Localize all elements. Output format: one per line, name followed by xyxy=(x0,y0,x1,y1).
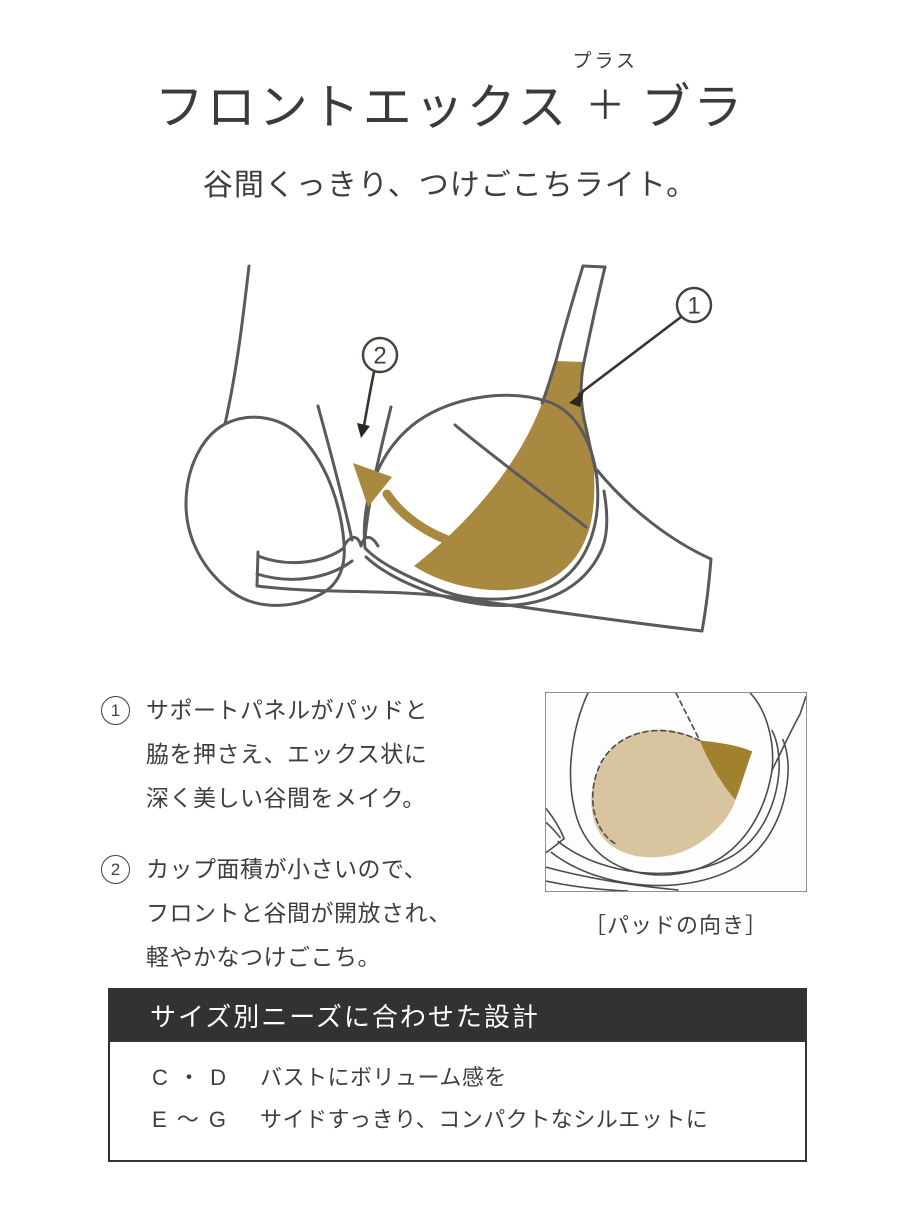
lift-arrow-tail xyxy=(382,489,461,548)
title-left: フロントエックス xyxy=(154,81,570,135)
title-plus-group: プラス＋ xyxy=(572,51,635,136)
gore-notch xyxy=(342,535,380,548)
title-right: ブラ xyxy=(641,81,746,135)
body-outline xyxy=(223,264,251,426)
callout-2-circle xyxy=(361,336,399,374)
inset-caption: ［パッドの向き］ xyxy=(583,913,768,938)
pad-diagram xyxy=(545,692,807,892)
inset-cup-outline xyxy=(569,692,774,876)
left-cup-outline xyxy=(184,415,346,607)
callout-1-circle xyxy=(675,286,713,324)
inset-left-flap-c xyxy=(545,821,561,839)
band-bottom-edge xyxy=(255,584,704,633)
support-panel-shape xyxy=(414,361,595,591)
feature-2-line-1: カップ面積が小さいので、 xyxy=(146,856,428,882)
inset-dashed-seam xyxy=(675,692,701,742)
size-design-panel: サイズ別ニーズに合わせた設計 C ・ D バストにボリューム感を E ～ G サ… xyxy=(108,988,807,1162)
inset-channel-outer xyxy=(550,738,789,887)
size-row-cd: C ・ D バストにボリューム感を xyxy=(152,1057,785,1099)
inset-left-flap-b xyxy=(545,837,565,854)
band-left-cap xyxy=(255,550,260,588)
page-title: フロントエックスプラス＋ブラ xyxy=(0,51,900,139)
feature-2-number: 2 xyxy=(101,855,130,884)
feature-1-line-1: サポートパネルがパッドと xyxy=(146,697,428,723)
feature-2-text: カップ面積が小さいので、 フロントと谷間が開放され、 軽やかなつけごこち。 xyxy=(146,847,452,979)
title-furigana: プラス xyxy=(572,51,639,72)
wing-top-edge xyxy=(595,468,713,561)
feature-2-line-3: 軽やかなつけごこち。 xyxy=(146,944,381,970)
size-description-cd: バストにボリューム感を xyxy=(260,1065,507,1090)
inset-dashed-cup-line xyxy=(592,729,701,846)
feature-1-line-2: 脇を押さえ、エックス状に xyxy=(146,741,428,767)
feature-item-1: 1 サポートパネルがパッドと 脇を押さえ、エックス状に 深く美しい谷間をメイク。 xyxy=(101,688,531,820)
inset-left-flap-a xyxy=(545,808,565,840)
lift-arrow-head xyxy=(353,463,392,507)
feature-2-line-2: フロントと谷間が開放され、 xyxy=(146,900,452,926)
band-left-bottom xyxy=(255,559,354,581)
feature-item-2: 2 カップ面積が小さいので、 フロントと谷間が開放され、 軽やかなつけごこち。 xyxy=(101,847,531,979)
band-left-top xyxy=(256,546,346,565)
wing-right-edge xyxy=(700,557,713,633)
size-panel-heading: サイズ別ニーズに合わせた設計 xyxy=(108,988,807,1042)
gore-left-line xyxy=(316,404,354,542)
callout-2-number: 2 xyxy=(373,343,386,370)
callout-1-pointer xyxy=(577,315,682,397)
size-range-eg: E ～ G xyxy=(152,1107,229,1132)
feature-1-line-3: 深く美しい谷間をメイク。 xyxy=(146,785,426,811)
size-description-eg: サイドすっきり、コンパクトなシルエットに xyxy=(260,1107,709,1132)
subtitle: 谷間くっきり、つけごこちライト。 xyxy=(202,169,698,202)
pad-orientation-inset xyxy=(545,692,807,892)
pad-dark-corner xyxy=(699,740,753,800)
feature-list: 1 サポートパネルがパッドと 脇を押さえ、エックス状に 深く美しい谷間をメイク。… xyxy=(101,688,531,1006)
feature-1-number: 1 xyxy=(101,696,130,725)
strap-left-line xyxy=(540,264,585,405)
feature-1-text: サポートパネルがパッドと 脇を押さえ、エックス状に 深く美しい谷間をメイク。 xyxy=(146,688,428,820)
underwire-channel xyxy=(364,489,609,607)
size-range-cd: C ・ D xyxy=(152,1065,229,1090)
size-row-eg: E ～ G サイドすっきり、コンパクトなシルエットに xyxy=(152,1099,785,1141)
bra-diagram: 1 2 xyxy=(184,264,713,633)
callout-1-arrowhead xyxy=(569,391,584,407)
size-panel-body: C ・ D バストにボリューム感を E ～ G サイドすっきり、コンパクトなシル… xyxy=(108,1042,807,1162)
inset-wing-top xyxy=(771,696,807,772)
strap-right-line xyxy=(579,265,607,481)
inset-band-line-a xyxy=(545,866,679,891)
callout-2-arrowhead xyxy=(357,423,370,438)
plus-sign: ＋ xyxy=(585,84,626,128)
cross-seam xyxy=(453,423,588,529)
callout-2-pointer xyxy=(362,371,376,427)
callout-1-number: 1 xyxy=(687,293,700,320)
strap-top-cap xyxy=(581,264,607,269)
inset-band-line-b xyxy=(545,880,629,892)
